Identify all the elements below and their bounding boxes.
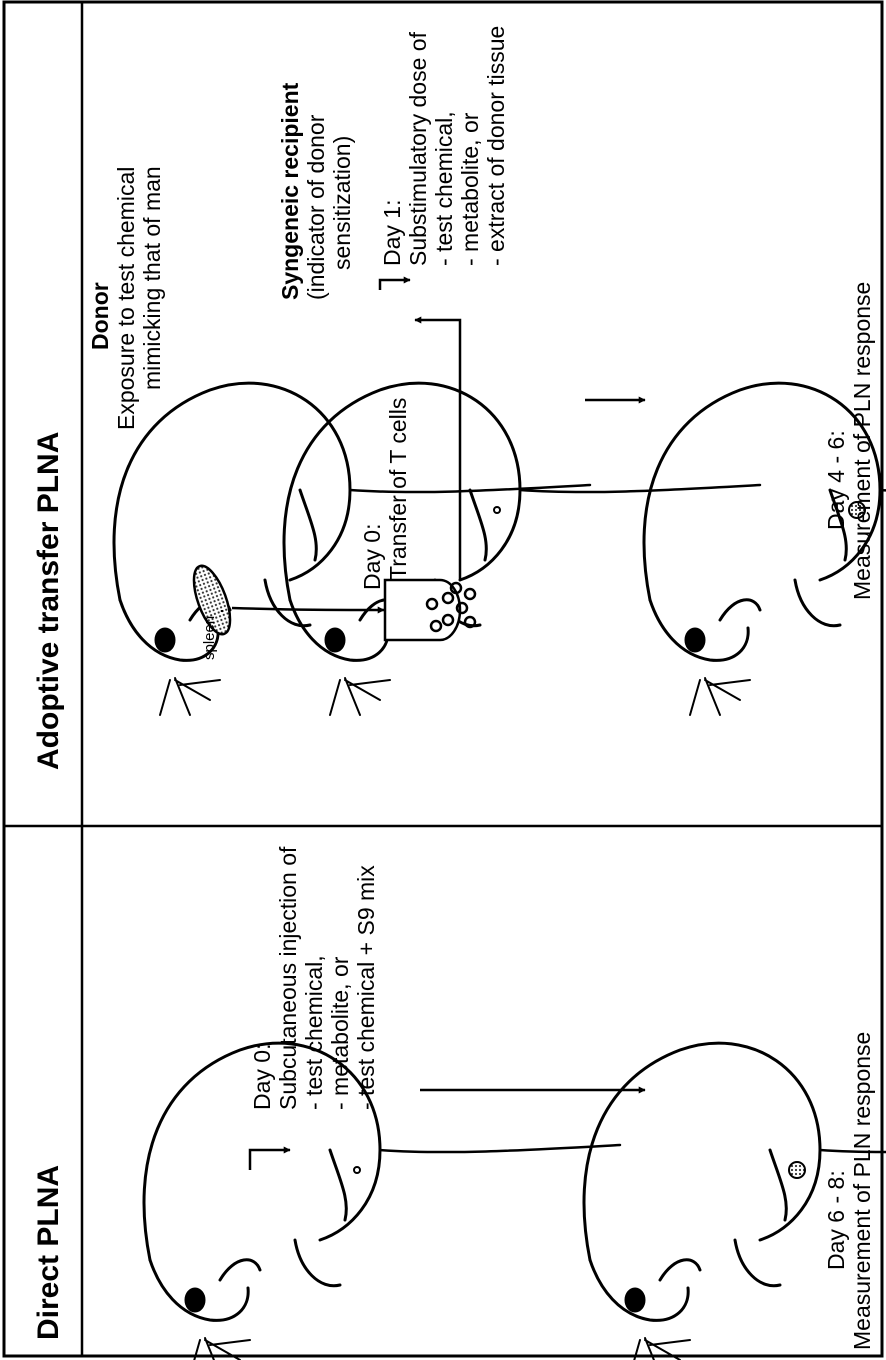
donor-line1: Exposure to test chemical: [113, 167, 139, 430]
direct-day0-block: Day 0: Subcutaneous injection of - test …: [249, 846, 379, 1110]
direct-day0-line3: - metabolite, or: [327, 956, 353, 1110]
recipient-heading: Syngeneic recipient: [277, 82, 303, 300]
transfer-text: Transfer of T cells: [385, 398, 411, 580]
direct-day0-line2: - test chemical,: [301, 955, 327, 1110]
recipient-block: Syngeneic recipient (indicator of donor …: [277, 82, 355, 300]
day1-line4: - extract of donor tissue: [483, 26, 509, 266]
recipient-line1: (indicator of donor: [303, 114, 329, 300]
direct-day0-heading: Day 0:: [249, 1044, 275, 1110]
tube-to-recipient-arrow: [415, 320, 460, 580]
direct-injection-arrow: [250, 1150, 290, 1170]
donor-heading: Donor: [87, 282, 113, 350]
recipient-line2: sensitization): [329, 136, 355, 270]
direct-day0-line1: Subcutaneous injection of: [275, 846, 301, 1110]
spleen-to-tube-arrow: [232, 608, 384, 610]
day1-block: Day 1: Substimulatory dose of - test che…: [379, 26, 509, 266]
mouse-recipient: [284, 383, 760, 715]
day1-line1: Substimulatory dose of: [405, 31, 431, 266]
day1-line2: - test chemical,: [431, 111, 457, 266]
day1-line3: - metabolite, or: [457, 112, 483, 266]
spleen-label: spleen: [201, 616, 218, 660]
day1-heading: Day 1:: [379, 200, 405, 266]
transfer-heading: Day 0:: [359, 524, 385, 590]
adoptive-transfer-title: Adoptive transfer PLNA: [32, 432, 65, 770]
adoptive-readout-block: Day 4 - 6: Measurement of PLN response: [823, 282, 875, 600]
mouse-donor: [114, 383, 590, 715]
test-tube-icon: [385, 580, 475, 640]
direct-readout-heading: Day 6 - 8:: [823, 1170, 849, 1270]
transfer-block: Day 0: Transfer of T cells: [359, 398, 411, 590]
donor-line2: mimicking that of man: [139, 166, 165, 390]
adoptive-readout-heading: Day 4 - 6:: [823, 430, 849, 530]
direct-readout-text: Measurement of PLN response: [849, 1032, 875, 1350]
direct-plna-title: Direct PLNA: [32, 1165, 65, 1340]
adoptive-readout-text: Measurement of PLN response: [849, 282, 875, 600]
recipient-injection-arrow: [380, 280, 410, 290]
donor-block: Donor Exposure to test chemical mimickin…: [87, 166, 165, 430]
direct-readout-block: Day 6 - 8: Measurement of PLN response: [823, 1032, 875, 1350]
direct-day0-line4: - test chemical + S9 mix: [353, 865, 379, 1110]
